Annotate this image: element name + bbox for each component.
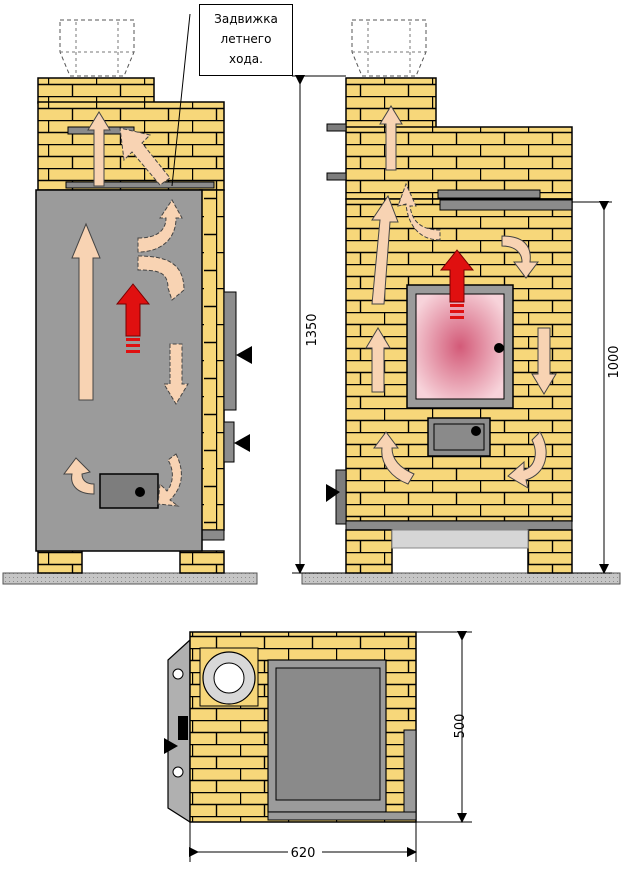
dim-depth: 500: [416, 631, 472, 823]
dim-label-500: 500: [453, 714, 468, 739]
leg: [37, 550, 83, 574]
fire-door-glass: [415, 293, 505, 400]
floor-right: [301, 572, 621, 585]
brick-side: [199, 189, 225, 531]
fire-door-side: [223, 291, 237, 411]
summer-damper-callout: Задвижка летнего хода.: [199, 4, 293, 76]
side-view: [2, 13, 258, 585]
chimney-cap: [59, 19, 135, 77]
callout-line-3: хода.: [229, 52, 263, 66]
handle-icon: [326, 484, 340, 502]
dim-label-620: 620: [291, 846, 316, 861]
leg: [179, 550, 225, 574]
brick-chimney: [37, 77, 155, 104]
dim-label-1000: 1000: [607, 345, 622, 378]
front-view: 1350 1000: [292, 19, 622, 585]
base-plate: [345, 520, 573, 531]
callout-line-1: Задвижка: [214, 12, 278, 26]
dim-label-1350: 1350: [305, 313, 320, 346]
ash-door-side: [223, 421, 235, 463]
chimney-cap: [351, 19, 427, 77]
handle-icon: [234, 434, 250, 452]
top-plate: [437, 189, 541, 199]
callout-leader: [171, 13, 191, 187]
handle-icon: [236, 346, 252, 364]
leg: [527, 529, 573, 574]
base-strip: [199, 529, 225, 541]
hot-flow-arrow: [115, 283, 151, 353]
top-plate: [439, 199, 573, 211]
floor-left: [2, 572, 258, 585]
dim-total-height: 1350: [292, 75, 346, 574]
callout-line-2: летнего: [220, 32, 272, 46]
damper-plate: [65, 181, 215, 189]
brick-upper: [345, 126, 573, 200]
hot-flow-arrow: [439, 249, 475, 319]
plan-view: 500 620: [164, 631, 472, 862]
dim-width: 620: [189, 822, 417, 862]
ash-door: [99, 473, 159, 509]
leg: [345, 529, 393, 574]
flow-arrows: [365, 105, 557, 490]
plan-firebox-inner: [275, 667, 381, 801]
ash-pan: [391, 529, 529, 549]
flow-arrows: [63, 111, 189, 507]
dim-firebox-height: 1000: [572, 201, 622, 574]
